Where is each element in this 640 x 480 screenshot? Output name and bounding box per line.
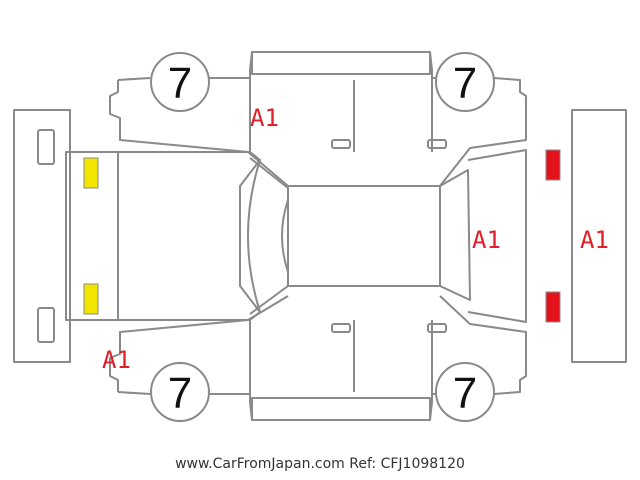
damage-code-front-corner: A1 — [102, 346, 131, 374]
damage-code-rear-bumper: A1 — [580, 226, 609, 254]
tire-front-bottom-grade: 7 — [168, 369, 192, 418]
tire-front-bottom: 7 — [150, 362, 210, 422]
footer-reference: www.CarFromJapan.com Ref: CFJ1098120 — [0, 456, 640, 476]
tire-front-top: 7 — [150, 52, 210, 112]
rear-bumper — [571, 109, 627, 363]
tire-rear-bottom: 7 — [435, 362, 495, 422]
tire-rear-top-grade: 7 — [453, 59, 477, 108]
top-view-body — [65, 149, 527, 323]
footer-ref: Ref: CFJ1098120 — [349, 456, 465, 472]
front-light-bottom — [83, 283, 99, 315]
damage-code-rear-window: A1 — [472, 226, 501, 254]
tire-rear-top: 7 — [435, 52, 495, 112]
rear-light-top — [545, 149, 561, 181]
front-light-top — [83, 157, 99, 189]
tire-rear-bottom-grade: 7 — [453, 369, 477, 418]
top-side-panel — [109, 51, 527, 187]
damage-code-top-door: A1 — [250, 104, 279, 132]
rear-light-bottom — [545, 291, 561, 323]
bottom-side-panel — [109, 295, 527, 421]
tire-front-top-grade: 7 — [168, 59, 192, 108]
front-bumper — [13, 109, 71, 363]
footer-site: www.CarFromJapan.com — [175, 456, 345, 472]
